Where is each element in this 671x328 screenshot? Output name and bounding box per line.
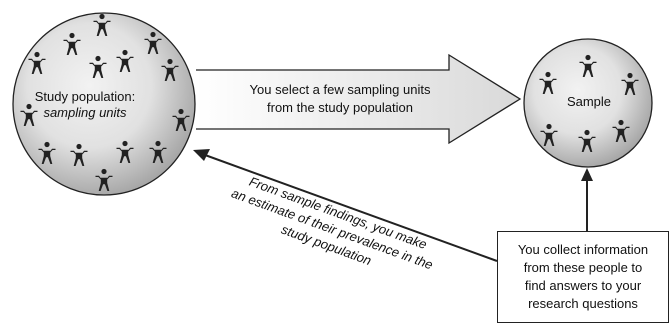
info-box-line1: You collect information xyxy=(517,242,649,257)
select-arrow-text-line1: You select a few sampling units xyxy=(250,82,431,97)
study-population-label: Study population: xyxy=(35,89,135,104)
select-arrow-text-line2: from the study population xyxy=(267,100,413,115)
info-box-line2: from these people to xyxy=(523,260,643,275)
estimate-arrowhead xyxy=(193,149,210,161)
estimate-arrow-line xyxy=(204,154,498,262)
study-population-circle xyxy=(12,12,196,196)
collect-arrowhead xyxy=(581,168,593,181)
collect-info-box: You collect information from these peopl… xyxy=(497,231,669,323)
info-box-line4: research questions xyxy=(528,296,638,311)
study-population-sublabel: sampling units xyxy=(43,105,127,120)
select-arrow xyxy=(196,53,522,145)
sample-label: Sample xyxy=(567,94,611,109)
info-box-line3: find answers to your xyxy=(524,278,642,293)
